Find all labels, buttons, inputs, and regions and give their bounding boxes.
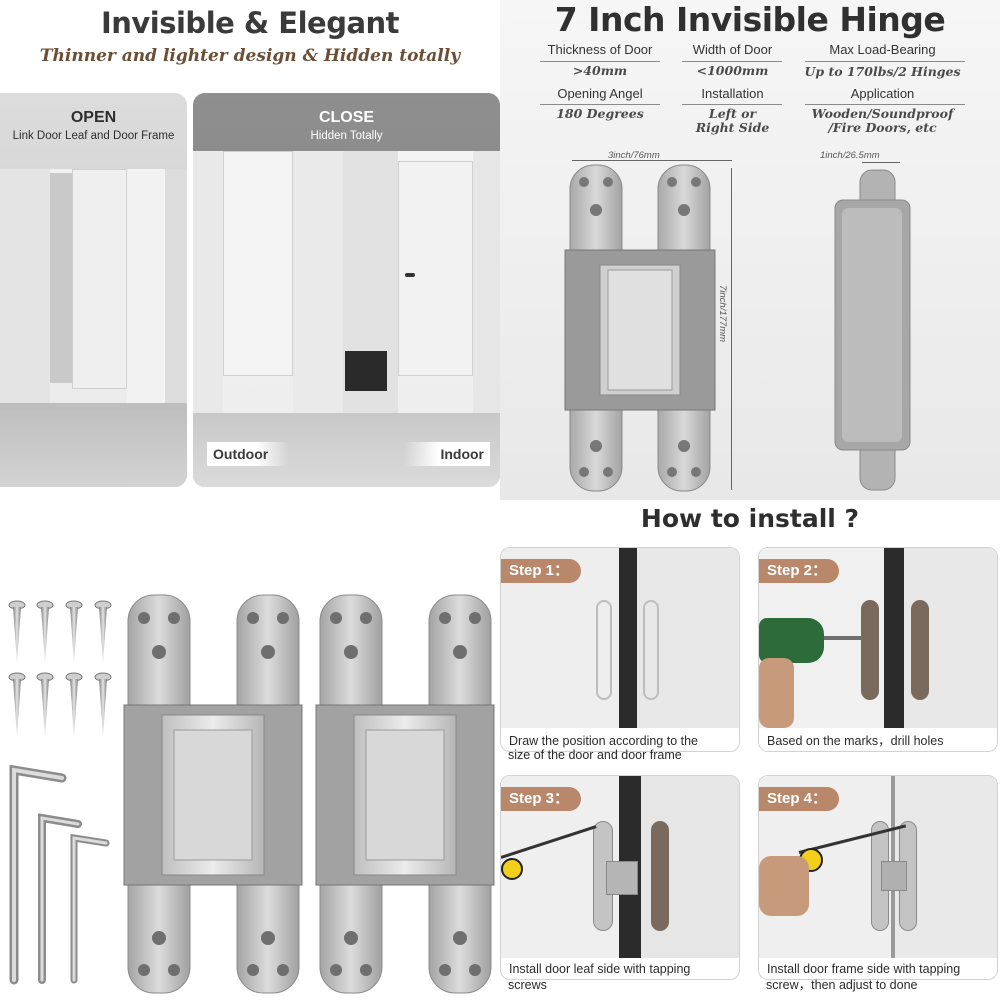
spec-thickness: Thickness of Door [547,42,653,57]
open-heading: OPEN [70,109,117,126]
spec-divider [540,61,660,62]
spec-angle-value: 180 Degrees [556,106,644,121]
width-dimension-line [572,160,732,161]
step-4-badge: Step 4： [759,787,840,811]
screw-icon [8,600,112,737]
hinge-pair-illustration [123,594,495,994]
spec-divider [805,61,965,62]
drill-icon [759,618,824,663]
hex-keys-illustration [9,764,110,985]
step-2-card: Step 2： Based on the marks，drill holes [758,547,998,752]
step-3-text: Install door leaf side with tapping [509,962,691,976]
step-4-text: Install door frame side with tapping [767,962,961,976]
spec-application: Application [850,86,915,101]
spec-installation: Installation [701,86,764,101]
spec-installation-value: Left or Right Side [695,106,770,135]
open-door-room-photo [0,169,187,487]
step-1-illustration [501,548,739,728]
spec-width: Width of Door [692,42,773,57]
step-3-badge: Step 3： [501,787,582,811]
step-3-text-line2: screws [508,978,547,992]
section-title: Invisible & Elegant [100,6,400,40]
closed-door-panel: CLOSE Hidden Totally Outdoor Indoor [193,93,500,487]
open-door-panel: OPEN Link Door Leaf and Door Frame [0,93,187,487]
spec-angle: Opening Angel [557,86,643,101]
indoor-label: Indoor [404,442,490,466]
close-heading: CLOSE [318,109,375,126]
step-1-card: Step 1： Draw the position according to t… [500,547,740,752]
spec-divider [682,104,782,105]
step-2-text: Based on the marks，drill holes [767,734,944,748]
hinge-side-view-illustration [834,169,911,491]
depth-dimension: 1inch/26.5mm [820,150,880,161]
step-4-text-line2: screw，then adjust to done [766,978,918,992]
screws-illustration [8,600,112,737]
section-title: 7 Inch Invisible Hinge [554,0,946,39]
spec-divider [805,104,965,105]
depth-dimension-line [862,162,900,163]
height-dimension-line [731,168,732,490]
hinge-icon [123,594,303,994]
step-3-card: Step 3： Install door leaf side with tapp… [500,775,740,980]
open-description: Link Door Leaf and Door Frame [12,130,175,142]
spec-application-value: Wooden/Soundproof /Fire Doors, etc [811,106,954,135]
package-contents-section [0,500,500,1000]
spec-divider [682,61,782,62]
hinge-specs-section: 7 Inch Invisible Hinge Thickness of Door… [500,0,1000,500]
section-title: How to install ? [640,504,860,533]
hex-key-icon [9,764,110,985]
step-2-badge: Step 2： [759,559,840,583]
installation-section: How to install ? Step 1： Draw the positi… [500,500,1000,1000]
spec-load-value: Up to 170lbs/2 Hinges [804,64,961,79]
closed-door-room-photo [193,151,500,487]
section-subtitle: Thinner and lighter design & Hidden tota… [39,46,461,66]
close-description: Hidden Totally [310,130,383,142]
step-4-card: Step 4： Install door frame side with tap… [758,775,998,980]
width-dimension: 3inch/76mm [608,150,660,161]
invisible-elegant-section: Invisible & Elegant Thinner and lighter … [0,0,500,500]
spec-load: Max Load-Bearing [829,42,936,57]
spec-thickness-value: >40mm [572,63,628,78]
spec-width-value: <1000mm [696,63,769,78]
step-1-text-line2: size of the door and door frame [508,748,682,762]
spec-divider [540,104,660,105]
step-1-badge: Step 1： [501,559,582,583]
hinge-icon [315,594,495,994]
hinge-front-view-illustration [564,164,716,492]
outdoor-label: Outdoor [207,442,289,466]
step-1-text: Draw the position according to the [509,734,698,748]
